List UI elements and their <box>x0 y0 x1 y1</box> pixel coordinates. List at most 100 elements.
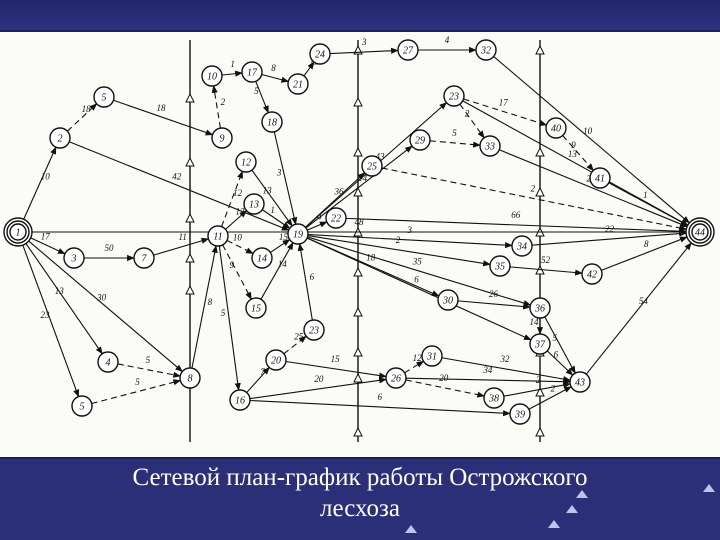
network-arrow <box>457 300 531 310</box>
svg-text:22: 22 <box>331 214 341 225</box>
svg-text:13: 13 <box>249 200 259 211</box>
network-arrow <box>117 363 181 378</box>
duration-label: 23 <box>41 310 51 320</box>
network-arrow <box>381 167 688 231</box>
decorative-arrow-icon <box>576 490 588 498</box>
event-node: 5 <box>71 395 93 417</box>
duration-label: 12 <box>235 207 245 217</box>
svg-text:4: 4 <box>106 358 111 369</box>
svg-text:33: 33 <box>484 142 495 153</box>
duration-label: 8 <box>208 297 213 307</box>
network-arrow <box>307 233 513 249</box>
network-arrow <box>260 242 294 300</box>
network-arrow <box>30 237 66 255</box>
event-node: 43 <box>569 371 591 393</box>
svg-text:42: 42 <box>587 270 597 281</box>
duration-label: 1 <box>643 190 648 200</box>
event-node: 39 <box>509 403 531 425</box>
event-node: 5 <box>93 86 115 108</box>
duration-label: 50 <box>105 243 115 253</box>
duration-label: 6 <box>554 350 559 360</box>
duration-label: 2 <box>531 184 536 194</box>
caption-line-2: лесхоза <box>320 495 400 522</box>
event-node: 33 <box>479 135 501 157</box>
network-arrow <box>306 237 532 341</box>
duration-label: 48 <box>355 217 365 227</box>
stage-marker <box>353 96 363 107</box>
svg-text:19: 19 <box>293 230 303 241</box>
event-node: 32 <box>475 39 497 61</box>
stage-marker <box>535 386 545 397</box>
start-event-node: 1 <box>3 217 33 247</box>
event-node: 15 <box>245 297 267 319</box>
network-arrow <box>544 316 576 374</box>
network-arrow <box>225 210 248 230</box>
network-arrow <box>463 98 548 126</box>
stage-marker <box>185 252 195 263</box>
network-arrow <box>303 61 315 77</box>
event-node: 29 <box>409 129 431 151</box>
event-node: 35 <box>489 255 511 277</box>
network-arrow <box>113 99 214 136</box>
event-node: 20 <box>265 349 287 371</box>
svg-text:36: 36 <box>534 304 545 315</box>
network-arrow <box>404 360 425 374</box>
duration-label: 43 <box>375 152 385 162</box>
event-node: 18 <box>261 111 283 133</box>
network-arrow <box>345 217 687 235</box>
svg-text:11: 11 <box>213 232 222 243</box>
duration-label: 13 <box>55 286 65 296</box>
network-arrow <box>608 182 689 226</box>
network-arrow <box>585 242 692 375</box>
network-arrow <box>22 244 80 398</box>
stage-marker <box>353 266 363 277</box>
svg-text:16: 16 <box>235 396 245 407</box>
duration-label: 14 <box>278 259 288 269</box>
duration-label: 22 <box>605 224 615 234</box>
decorative-arrow-icon <box>566 505 578 513</box>
network-arrow <box>270 239 291 253</box>
network-arrow <box>285 360 387 379</box>
duration-label: 9 <box>229 260 234 270</box>
svg-text:26: 26 <box>391 374 401 385</box>
svg-text:34: 34 <box>516 242 527 253</box>
slide-top-band <box>0 0 720 30</box>
stage-marker <box>353 346 363 357</box>
svg-text:2: 2 <box>58 134 63 145</box>
network-arrow <box>462 100 689 226</box>
duration-label: 8 <box>644 239 649 249</box>
network-arrow <box>226 239 254 255</box>
network-arrow <box>28 240 183 373</box>
event-node: 40 <box>545 117 567 139</box>
svg-text:9: 9 <box>220 134 225 145</box>
svg-text:7: 7 <box>142 254 148 265</box>
event-node: 8 <box>179 367 201 389</box>
duration-label: 2 <box>536 375 541 385</box>
network-arrow <box>25 243 103 355</box>
duration-label: 8 <box>271 63 276 73</box>
event-node: 23 <box>303 319 325 341</box>
svg-text:43: 43 <box>575 378 585 389</box>
duration-label: 12 <box>413 353 423 363</box>
network-arrow <box>562 135 594 172</box>
duration-label: 20 <box>439 373 449 383</box>
event-node: 2 <box>49 127 71 149</box>
svg-text:17: 17 <box>247 68 258 79</box>
network-arrow <box>546 350 574 376</box>
network-arrow <box>249 399 511 417</box>
duration-label: 25 <box>294 331 304 341</box>
event-node: 38 <box>483 387 505 409</box>
duration-label: 35 <box>412 256 423 266</box>
network-arrow <box>66 103 98 132</box>
network-arrow <box>211 85 221 129</box>
event-node: 26 <box>385 367 407 389</box>
event-node: 41 <box>589 167 611 189</box>
duration-label: 1 <box>270 205 275 215</box>
network-arrow <box>222 244 252 300</box>
duration-label: 13 <box>568 149 578 159</box>
svg-text:15: 15 <box>251 304 261 315</box>
decorative-arrow-icon <box>703 484 715 492</box>
duration-label: 15 <box>331 354 341 364</box>
duration-label: 5 <box>146 355 151 365</box>
svg-text:35: 35 <box>494 262 505 273</box>
